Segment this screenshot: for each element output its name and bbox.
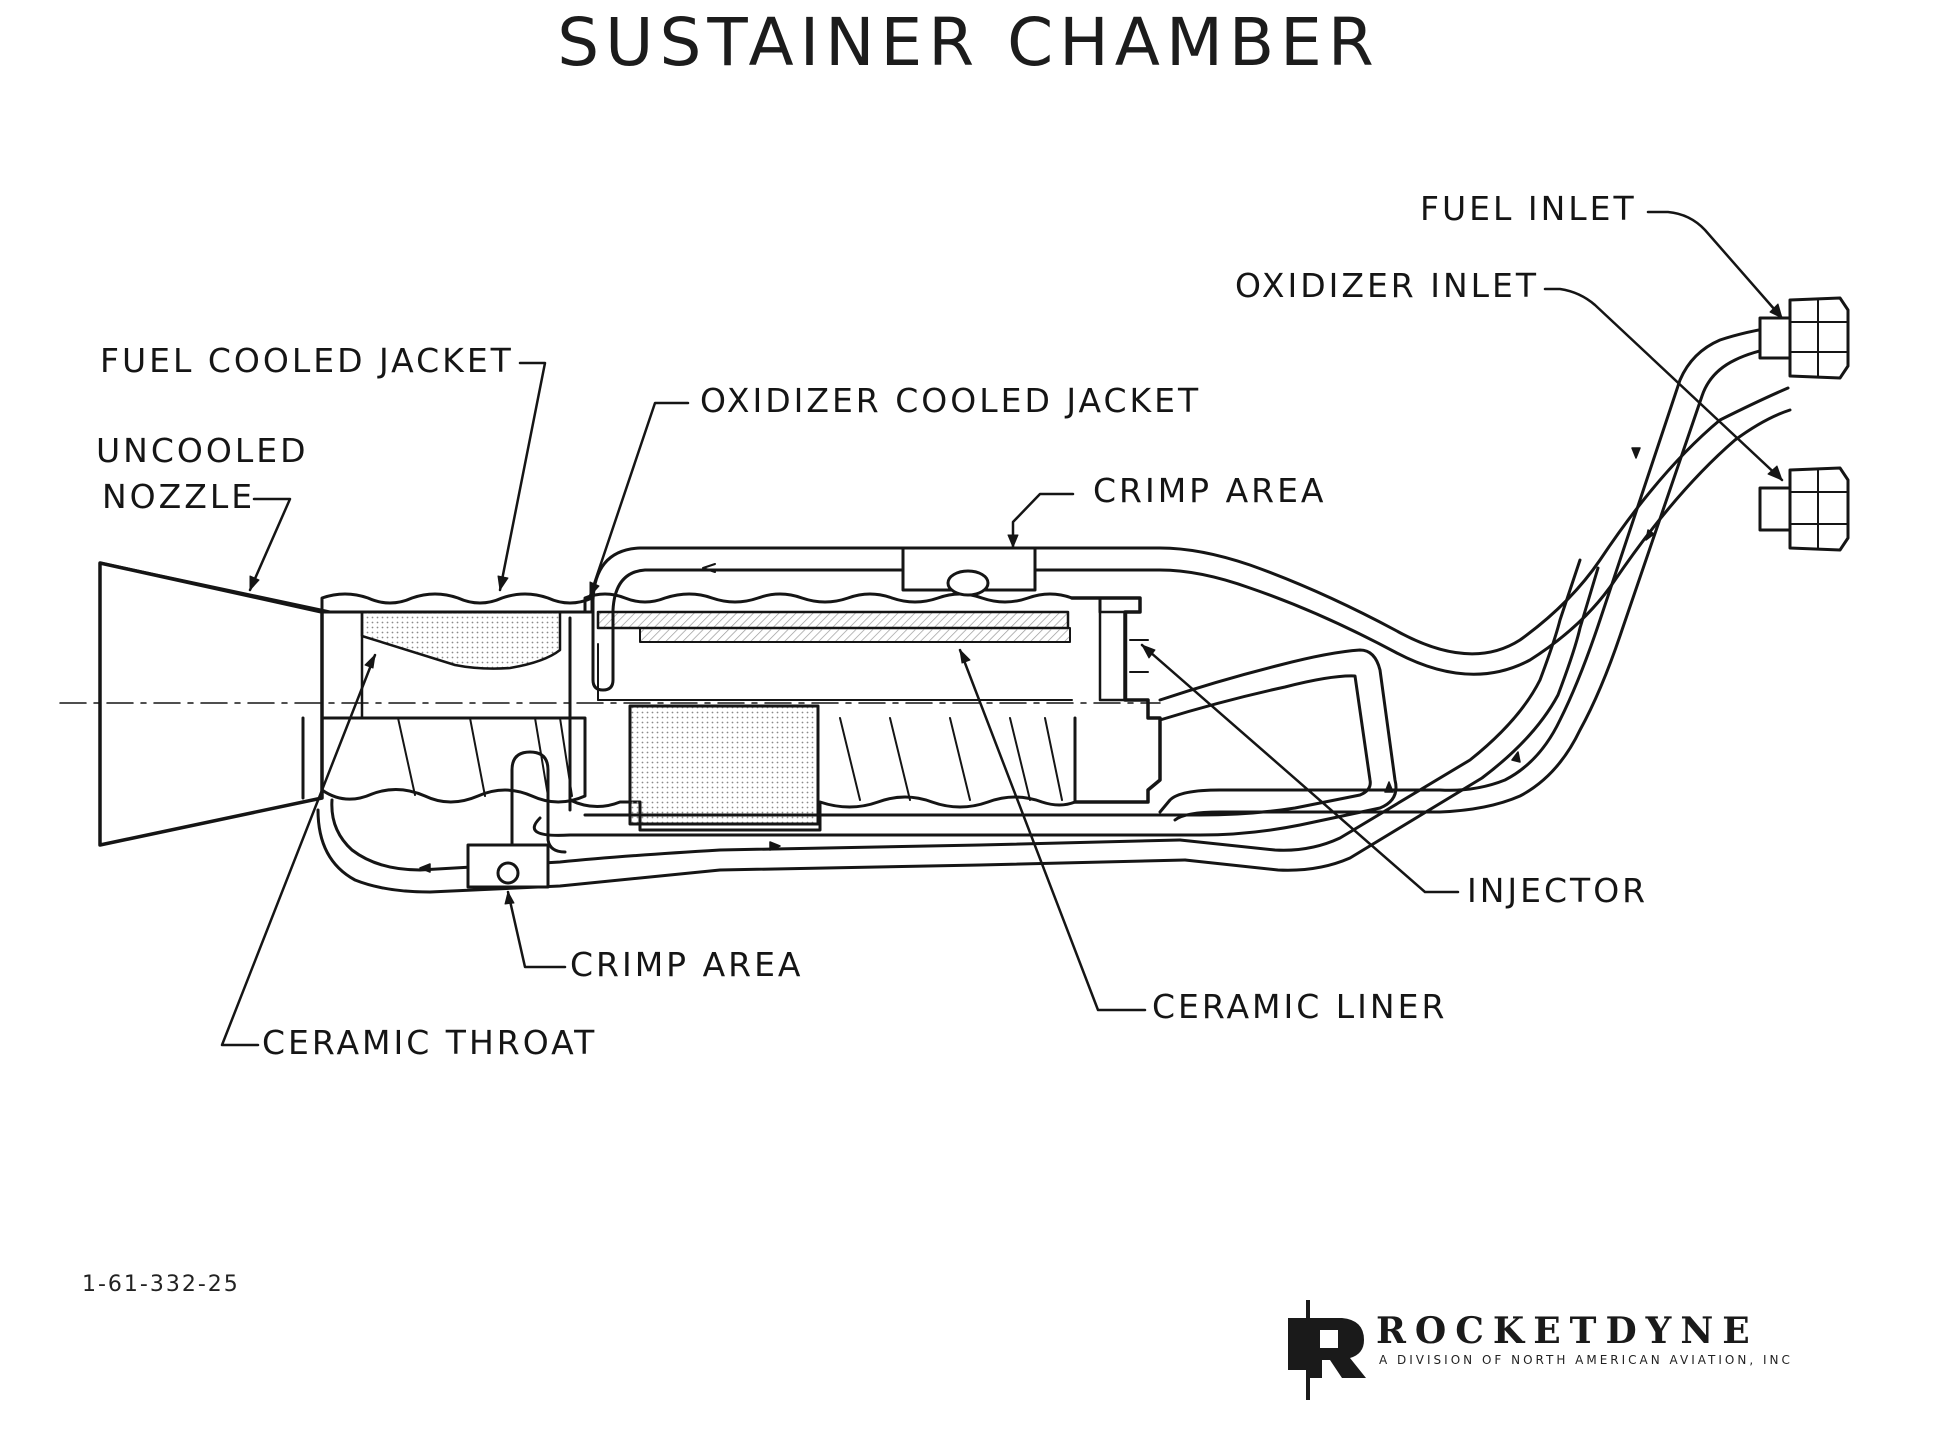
leader-crimp-area-bottom [506,890,567,969]
label-ceramic-throat: CERAMIC THROAT [262,1023,598,1062]
label-crimp-area-bottom: CRIMP AREA [570,945,804,984]
fuel-inlet-fitting [1758,296,1850,380]
leader-oxidizer-cooled-jacket [588,401,690,598]
label-injector: INJECTOR [1467,871,1649,910]
label-oxidizer-inlet: OXIDIZER INLET [1235,266,1540,305]
document-number: 1-61-332-25 [82,1272,240,1297]
label-crimp-area-top: CRIMP AREA [1093,471,1327,510]
label-uncooled-nozzle-line1: UNCOOLED [96,431,309,470]
oxidizer-tube-top [591,386,1792,692]
ceramic-throat [360,610,562,720]
leader-oxidizer-inlet [1543,287,1784,482]
label-uncooled-nozzle-line2: NOZZLE [102,477,256,516]
uncooled-nozzle [98,561,332,847]
leader-ceramic-liner [958,648,1147,1012]
leader-uncooled-nozzle [248,497,292,592]
leader-crimp-area-top [1011,492,1075,549]
rocketdyne-logo-icon [1288,1300,1366,1400]
leader-fuel-cooled-jacket [498,361,547,592]
label-fuel-inlet: FUEL INLET [1420,189,1637,228]
brand-name: ROCKETDYNE [1376,1310,1759,1352]
injector [1070,596,1162,804]
leader-injector [1140,643,1460,894]
label-oxidizer-cooled-jacket: OXIDIZER COOLED JACKET [700,381,1202,420]
leader-ceramic-throat [220,653,377,1047]
ceramic-liner [597,643,1073,701]
oxidizer-cooled-jacket [568,592,1102,832]
oxidizer-inlet-fitting [1758,466,1850,552]
label-fuel-cooled-jacket: FUEL COOLED JACKET [100,341,514,380]
return-tubes [316,447,1655,894]
diagram-title: SUSTAINER CHAMBER [557,4,1380,81]
leader-fuel-inlet [1646,210,1784,320]
label-ceramic-liner: CERAMIC LINER [1152,987,1448,1026]
brand-subtitle: A DIVISION OF NORTH AMERICAN AVIATION, I… [1379,1353,1793,1367]
leader-lines [220,210,1784,1047]
